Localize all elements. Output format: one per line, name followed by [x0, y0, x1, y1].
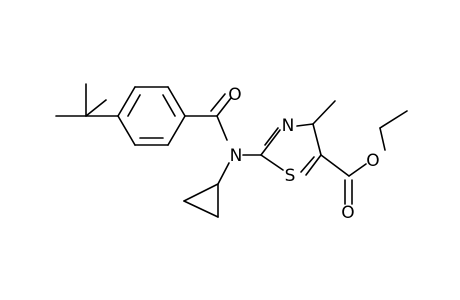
- bond: [260, 129, 281, 156]
- bond: [379, 127, 386, 151]
- bond: [296, 123, 314, 127]
- bond: [260, 154, 284, 171]
- methyl-bond: [312, 100, 336, 125]
- oxygen-atom-ester-carbonyl: O: [341, 203, 354, 223]
- bond: [167, 86, 186, 117]
- bond: [305, 154, 322, 176]
- thiazole-ring: [260, 123, 322, 176]
- bond: [210, 93, 226, 112]
- benzene-ring: [117, 86, 186, 146]
- sulfur-atom-thiazole: S: [285, 166, 296, 186]
- bond: [264, 127, 279, 146]
- bond: [320, 154, 350, 177]
- nitrogen-atom-amide: N: [230, 146, 243, 166]
- bond: [127, 94, 141, 117]
- bond: [117, 86, 136, 117]
- bond: [117, 115, 136, 146]
- oxygen-atom-ester-ether: O: [366, 151, 379, 171]
- bond: [216, 115, 228, 141]
- nitrogen-atom-thiazole: N: [282, 116, 295, 136]
- bond: [312, 123, 322, 156]
- bond: [183, 183, 219, 202]
- amide-nitrogen-bonds: [217, 154, 262, 185]
- ethyl-ester-group: [320, 110, 408, 205]
- cyclopropyl-ring: [183, 183, 219, 218]
- bond: [348, 163, 367, 177]
- bond: [167, 115, 186, 146]
- bond: [85, 99, 107, 117]
- oxygen-atom-amide: O: [228, 85, 241, 105]
- bond: [379, 110, 408, 129]
- amide-carbonyl: [184, 93, 232, 141]
- bond: [300, 156, 315, 173]
- bond: [162, 94, 176, 117]
- bond: [216, 97, 232, 117]
- bond: [217, 162, 230, 185]
- bond: [183, 200, 219, 218]
- tert-butyl-group: [55, 83, 119, 117]
